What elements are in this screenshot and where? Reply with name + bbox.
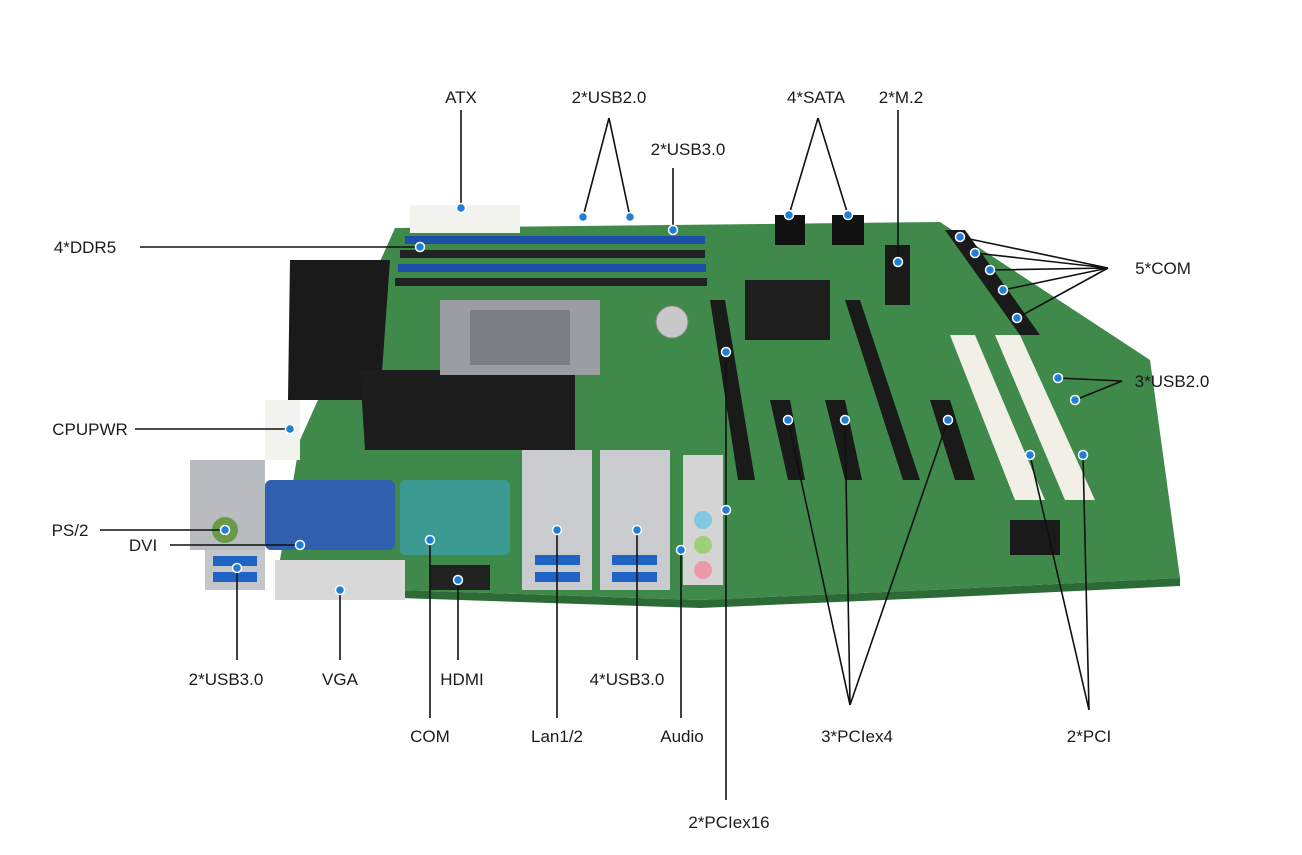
motherboard-illustration bbox=[190, 205, 1180, 608]
cmos-battery bbox=[655, 305, 689, 339]
label-usb30-4: 4*USB3.0 bbox=[590, 670, 665, 689]
label-pci: 2*PCI bbox=[1067, 727, 1111, 746]
label-com: COM bbox=[410, 727, 450, 746]
callout-labels: ATX 2*USB2.0 2*USB3.0 4*SATA 2*M.2 4*DDR… bbox=[52, 88, 1210, 832]
label-dvi: DVI bbox=[129, 536, 157, 555]
vrm-heatsink bbox=[288, 260, 390, 400]
label-usb20-right: 3*USB2.0 bbox=[1135, 372, 1210, 391]
label-usb20-top: 2*USB2.0 bbox=[572, 88, 647, 107]
label-usb30-rear: 2*USB3.0 bbox=[189, 670, 264, 689]
label-vga: VGA bbox=[322, 670, 359, 689]
label-atx: ATX bbox=[445, 88, 477, 107]
pciex16-slot bbox=[710, 300, 755, 480]
label-cpupwr: CPUPWR bbox=[52, 420, 128, 439]
ddr5-slots bbox=[395, 236, 707, 286]
label-ps2: PS/2 bbox=[52, 521, 89, 540]
pci-slot bbox=[950, 335, 1045, 500]
label-ddr5: 4*DDR5 bbox=[54, 238, 116, 257]
pciex16-slot bbox=[845, 300, 920, 480]
pch-heatsink bbox=[745, 280, 830, 340]
callout-lines bbox=[100, 110, 1123, 800]
label-sata: 4*SATA bbox=[787, 88, 846, 107]
label-5com: 5*COM bbox=[1135, 259, 1191, 278]
label-m2: 2*M.2 bbox=[879, 88, 923, 107]
com-headers bbox=[945, 230, 1040, 335]
chipset-heatsink bbox=[360, 370, 575, 450]
label-pciex4: 3*PCIex4 bbox=[821, 727, 893, 746]
lan-usb-stack bbox=[600, 450, 670, 590]
label-lan: Lan1/2 bbox=[531, 727, 583, 746]
pciex4-slot bbox=[930, 400, 975, 480]
label-hdmi: HDMI bbox=[440, 670, 483, 689]
label-usb30-top: 2*USB3.0 bbox=[651, 140, 726, 159]
label-pciex16: 2*PCIex16 bbox=[688, 813, 769, 832]
pci-slot bbox=[995, 335, 1095, 500]
com-port bbox=[400, 480, 510, 555]
label-audio: Audio bbox=[660, 727, 703, 746]
vga-port bbox=[265, 480, 395, 550]
pciex4-slot bbox=[825, 400, 862, 480]
callout-dots bbox=[219, 202, 1089, 596]
